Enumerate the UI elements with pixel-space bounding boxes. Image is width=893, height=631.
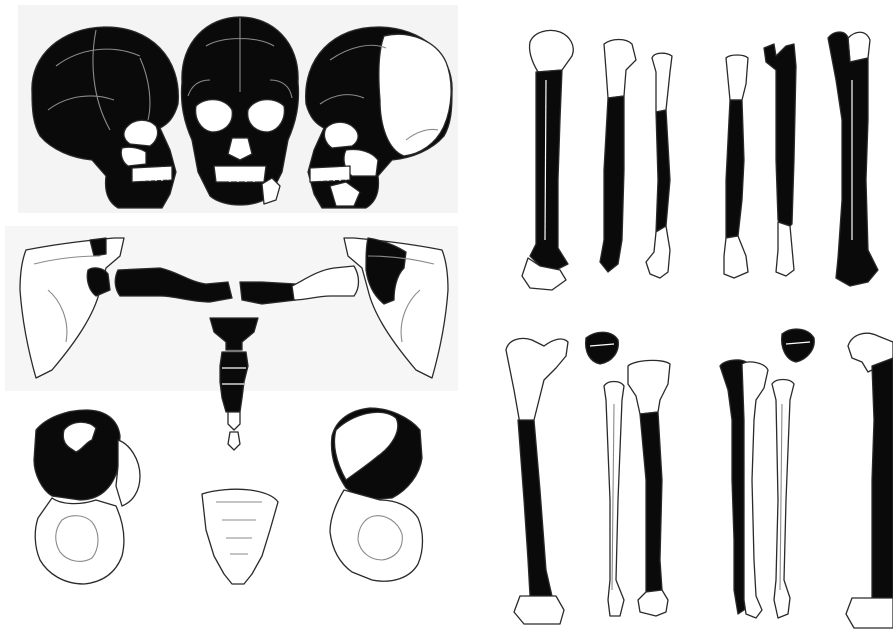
os-coxae-left (330, 408, 423, 581)
radius-left (764, 44, 796, 276)
humerus-right (522, 30, 573, 290)
tibia-right (628, 360, 670, 616)
femur-left (846, 333, 893, 628)
tibia-left (720, 360, 768, 618)
patella-left (782, 329, 815, 362)
ulna-left (724, 55, 748, 278)
fibula-left (772, 380, 794, 619)
patella-right (586, 332, 619, 364)
radius-right (600, 40, 636, 273)
sacrum (202, 489, 278, 584)
fibula-right (604, 382, 624, 617)
ulna-right (646, 53, 672, 278)
femur-right (506, 338, 568, 624)
os-coxae-right (34, 410, 140, 584)
humerus-left (828, 32, 878, 286)
